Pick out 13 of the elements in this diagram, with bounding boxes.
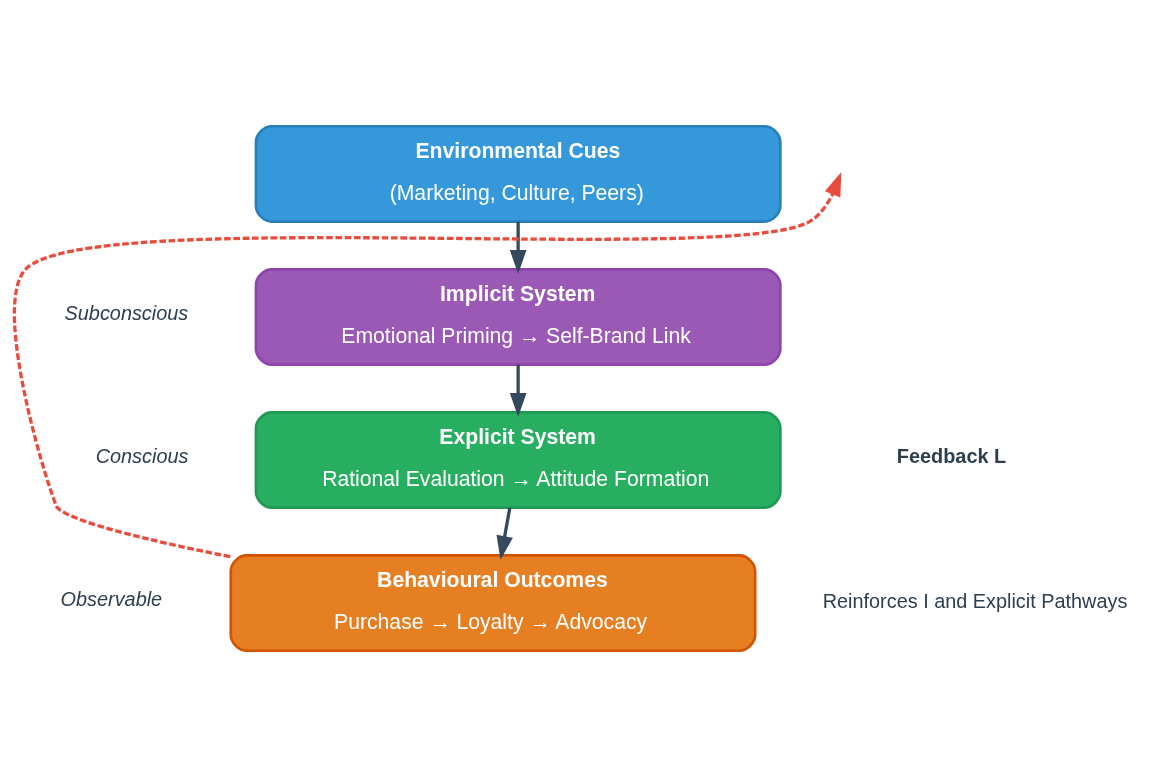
arrow [496, 506, 513, 560]
label: Observable [60, 587, 163, 610]
label: Conscious [95, 444, 189, 467]
label: Subconscious [64, 301, 189, 324]
label: Feedback L [896, 444, 1007, 467]
arrow [509, 221, 527, 274]
label: Reinforces I and Explicit Pathways [822, 589, 1128, 612]
arrow [509, 364, 527, 417]
node-box: Environmental Cues (Marketing, Culture, Peers) [254, 124, 782, 223]
node-box: Implicit System Emotional Priming → Self-Brand Link [254, 267, 782, 366]
node-box: Explicit System Rational Evaluation → Attitude Formation [254, 410, 782, 509]
node-box: Behavioural Outcomes Purchase → Loyalty → Advocacy [229, 553, 757, 652]
arrow [13, 171, 842, 558]
